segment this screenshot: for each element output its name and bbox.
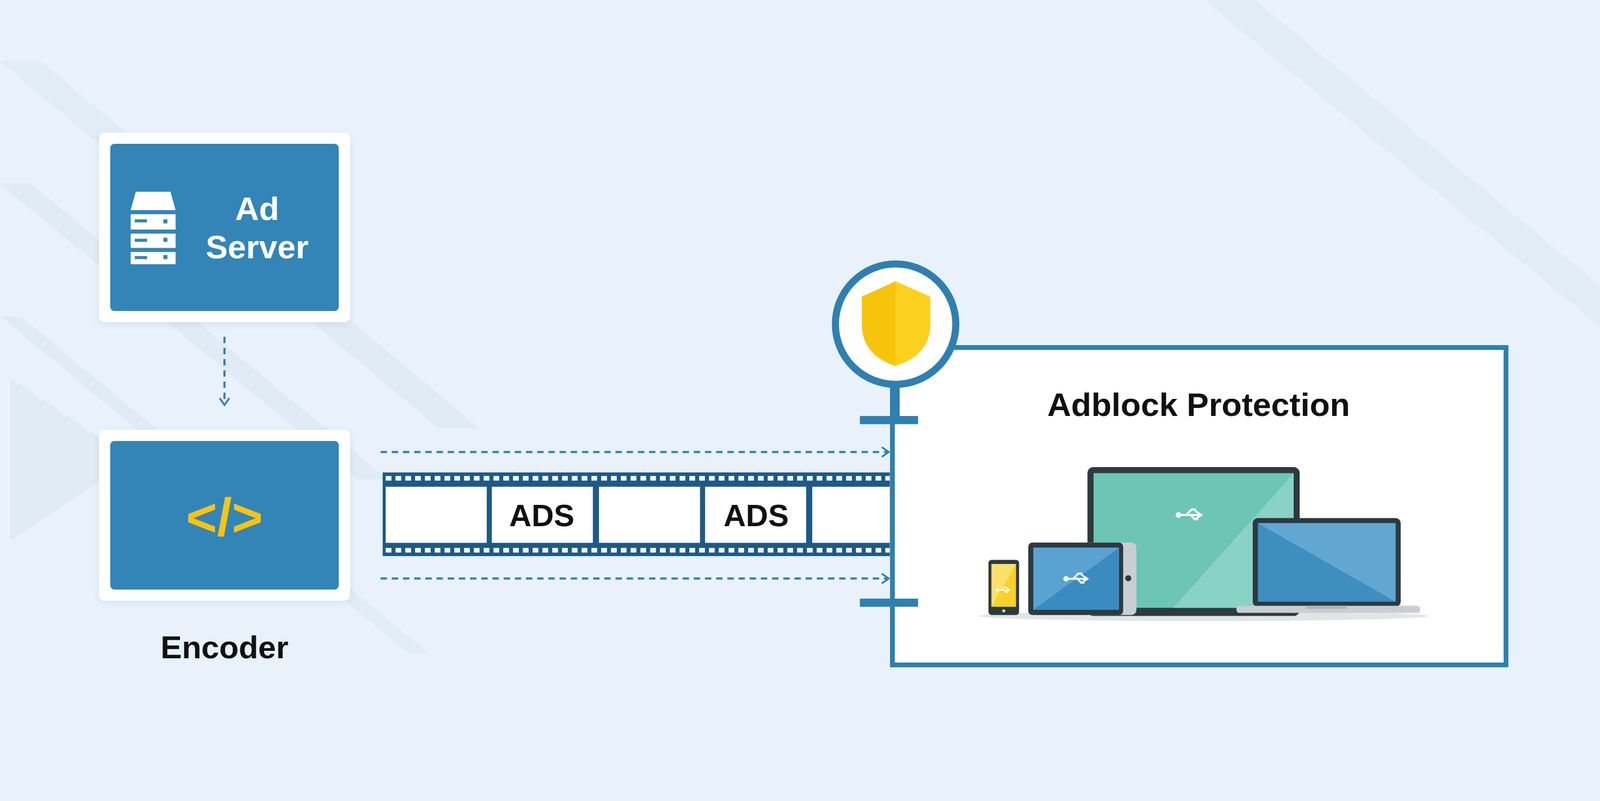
- laptop: [1236, 518, 1420, 614]
- box-caption: Encoder: [160, 628, 289, 666]
- encoder-box: </>Encoder: [99, 429, 350, 602]
- protection-panel: Adblock Protection: [890, 345, 1509, 668]
- phone: [988, 559, 1019, 615]
- ad-slot-label: ADS: [509, 497, 575, 534]
- dashed-arrow: [380, 577, 889, 580]
- ad-slot-label: ADS: [723, 497, 789, 534]
- code-symbol: </>: [185, 486, 264, 549]
- server-icon: [99, 132, 350, 323]
- box-title: Ad Server: [191, 189, 323, 266]
- dashed-arrow: [223, 336, 226, 405]
- dashed-arrow: [380, 451, 889, 454]
- tablet: [1028, 542, 1137, 616]
- shield-badge: [835, 264, 956, 608]
- background-stripes: [0, 0, 1600, 653]
- film-strip: [382, 472, 890, 557]
- panel-title: Adblock Protection: [1047, 385, 1350, 424]
- server-box: Ad Server: [99, 132, 350, 323]
